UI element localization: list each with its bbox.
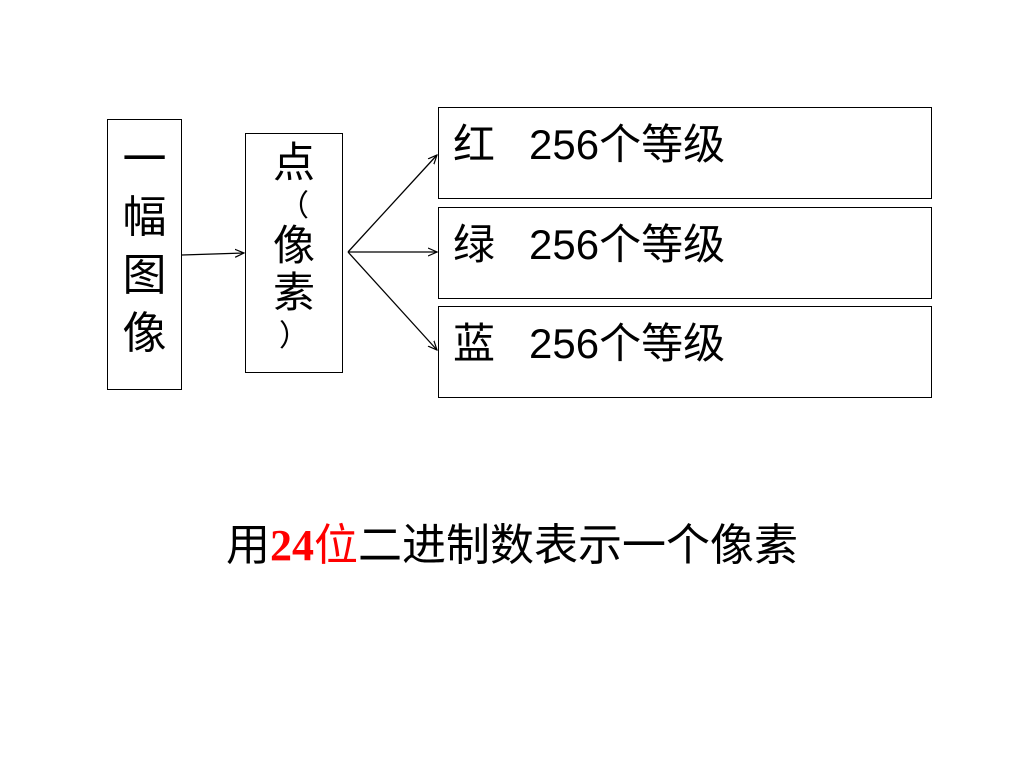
summary-unit: 位 (314, 520, 358, 571)
channel-unit: 个等级 (599, 220, 726, 269)
summary-prefix: 用 (226, 520, 270, 571)
pixel-box-char: 素 (272, 268, 315, 317)
arrow-pixel-to-blue (347, 251, 437, 350)
pixel-box-char: （ (279, 189, 309, 224)
channel-name: 红 (453, 120, 496, 169)
summary-caption: 用24位二进制数表示一个像素 (0, 520, 1024, 573)
summary-rest: 二进制数表示一个像素 (358, 520, 798, 571)
pixel-box-label: 点 （ 像 素 ） (246, 142, 342, 355)
image-box-char: 像 (122, 308, 167, 359)
pixel-box: 点 （ 像 素 ） (245, 133, 343, 373)
green-channel-row: 绿 256个等级 (453, 220, 726, 269)
channel-value: 256 (529, 320, 600, 367)
pixel-box-char: 点 (272, 138, 315, 187)
red-channel-box: 红 256个等级 (438, 107, 932, 199)
red-channel-row: 红 256个等级 (453, 120, 726, 169)
blue-channel-box: 蓝 256个等级 (438, 306, 932, 398)
blue-channel-row: 蓝 256个等级 (453, 319, 726, 368)
channel-unit: 个等级 (599, 120, 726, 169)
image-box-char: 一 (122, 134, 167, 185)
image-box-char: 幅 (122, 192, 167, 243)
channel-value: 256 (529, 121, 600, 168)
arrow-pixel-to-red (347, 155, 437, 253)
image-box: 一 幅 图 像 (107, 119, 182, 390)
channel-name: 蓝 (453, 319, 496, 368)
green-channel-box: 绿 256个等级 (438, 207, 932, 299)
arrow-image-to-pixel (181, 253, 244, 255)
channel-name: 绿 (453, 220, 496, 269)
image-box-char: 图 (122, 250, 167, 301)
channel-unit: 个等级 (599, 319, 726, 368)
pixel-box-char: ） (279, 319, 309, 354)
pixel-box-char: 像 (272, 221, 315, 270)
summary-bits: 24 (270, 521, 314, 570)
channel-value: 256 (529, 221, 600, 268)
image-box-label: 一 幅 图 像 (108, 138, 181, 370)
